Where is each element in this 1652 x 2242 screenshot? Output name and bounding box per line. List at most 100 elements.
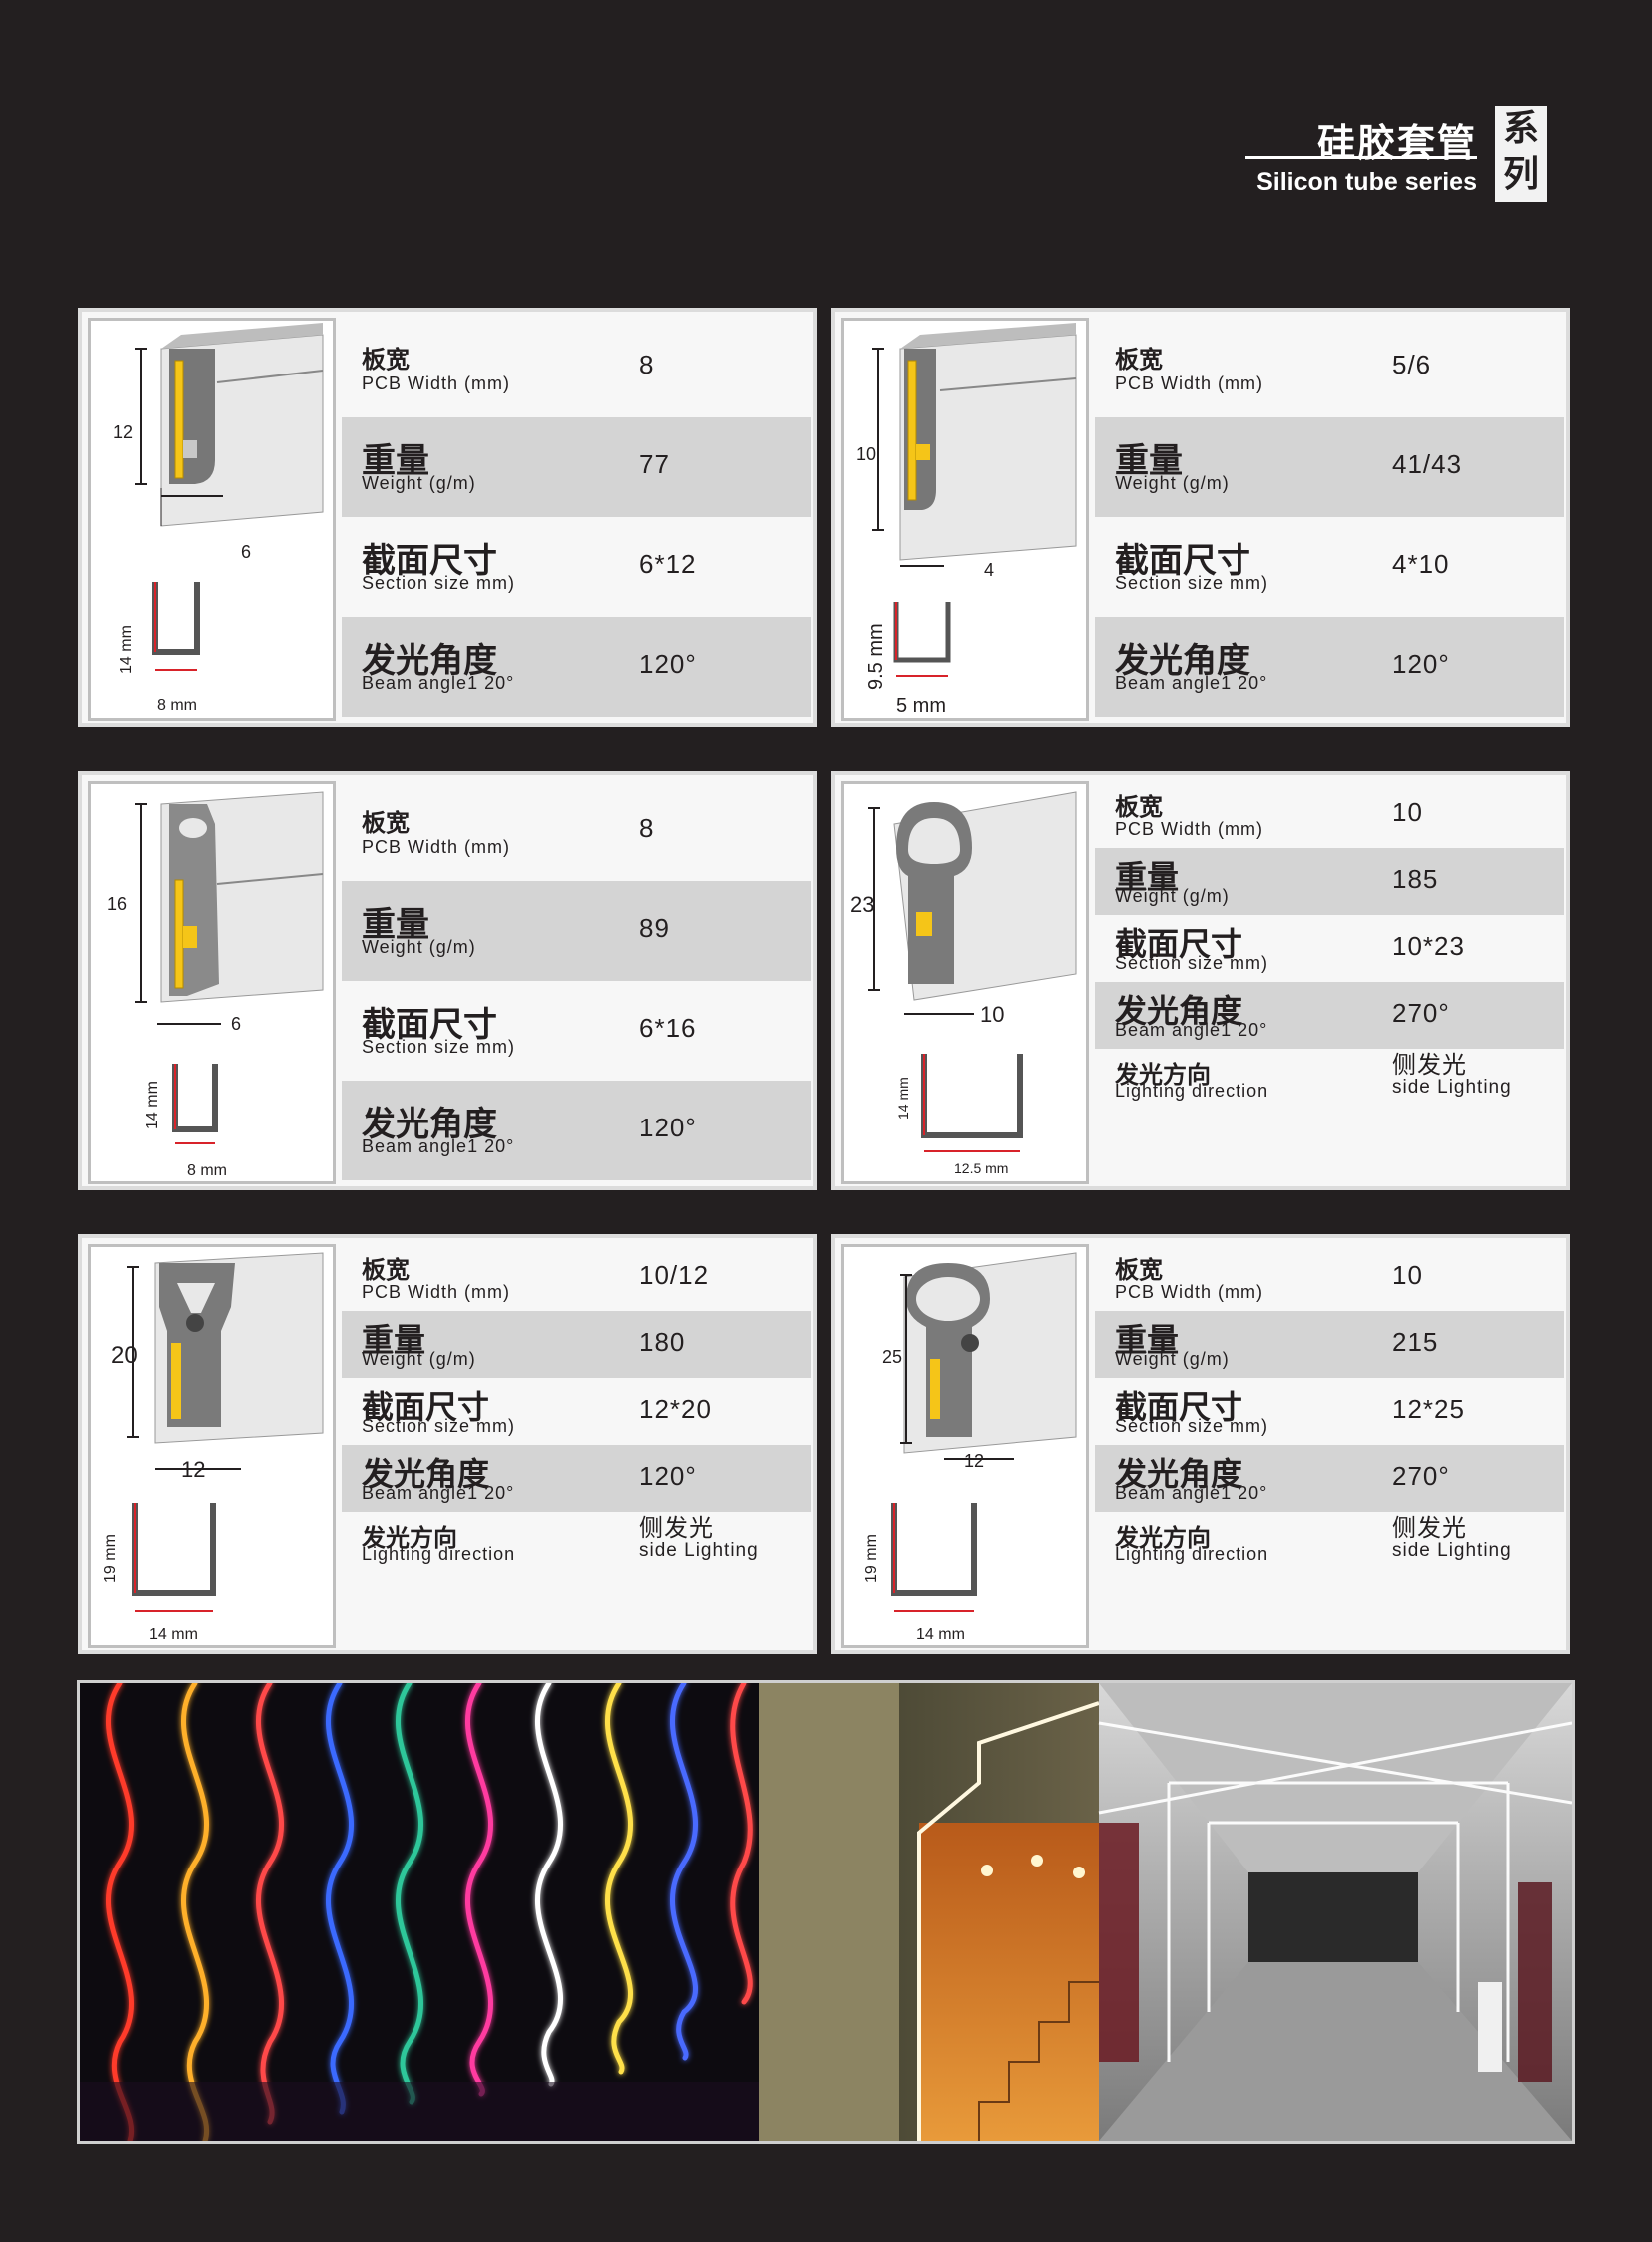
spec-row-direction: 发光方向 Lighting direction 侧发光 side Lightin… bbox=[342, 1512, 811, 1579]
profile-diagram-3: 16 6 14 mm 8 mm bbox=[88, 781, 336, 1184]
section-value: 6*16 bbox=[639, 1013, 697, 1043]
spec-row-section: 截面尺寸 Section size mm) 6*16 bbox=[342, 981, 811, 1081]
dim-height-label: 20 bbox=[111, 1342, 138, 1369]
beam-value: 120° bbox=[1392, 649, 1450, 679]
page-header: 硅胶套管 Silicon tube series 系 列 bbox=[1245, 104, 1547, 204]
direction-value: 侧发光 side Lighting bbox=[1392, 1515, 1512, 1562]
direction-label-en: Lighting direction bbox=[1115, 1081, 1269, 1101]
direction-value: 侧发光 side Lighting bbox=[1392, 1054, 1512, 1099]
dim-width-label: 6 bbox=[241, 542, 251, 562]
cap-width-label: 8 mm bbox=[157, 697, 197, 714]
cap-width-label: 5 mm bbox=[896, 695, 946, 717]
pcb-label-en: PCB Width (mm) bbox=[362, 837, 510, 857]
pcb-value: 8 bbox=[639, 813, 655, 843]
pcb-label-cn: 板宽 bbox=[1115, 346, 1163, 374]
spec-table-5: 板宽 PCB Width (mm) 10/12 重量 Weight (g/m) … bbox=[342, 1244, 811, 1648]
beam-label-cn: 发光角度 bbox=[1115, 641, 1250, 681]
interior-wall-photo bbox=[759, 1683, 1100, 2141]
cap-height-label: 14 mm bbox=[895, 1077, 911, 1120]
product-card-4: 23 10 14 mm 12.5 mm 板宽 PCB Width (mm) 10… bbox=[831, 771, 1570, 1190]
product-card-3: 16 6 14 mm 8 mm 板宽 PCB Width (mm) 8 重量 W… bbox=[78, 771, 817, 1190]
beam-label-en: Beam angle1 20° bbox=[1115, 673, 1268, 693]
spec-row-weight: 重量 Weight (g/m) 180 bbox=[342, 1311, 811, 1378]
section-label-cn: 截面尺寸 bbox=[362, 1005, 497, 1045]
direction-label-cn: 发光方向 bbox=[362, 1524, 457, 1552]
dim-width-label: 12 bbox=[964, 1451, 984, 1471]
weight-label-en: Weight (g/m) bbox=[362, 473, 476, 493]
weight-label-en: Weight (g/m) bbox=[362, 1349, 476, 1369]
spec-row-direction: 发光方向 Lighting direction 侧发光 side Lightin… bbox=[1095, 1049, 1564, 1116]
section-label-en: Section size mm) bbox=[362, 573, 516, 593]
cap-height-label: 14 mm bbox=[118, 625, 135, 674]
spec-table-4: 板宽 PCB Width (mm) 10 重量 Weight (g/m) 185… bbox=[1095, 781, 1564, 1184]
weight-value: 41/43 bbox=[1392, 449, 1463, 479]
weight-value: 185 bbox=[1392, 864, 1439, 894]
profile-diagram-4: 23 10 14 mm 12.5 mm bbox=[841, 781, 1089, 1184]
beam-label-en: Beam angle1 20° bbox=[362, 673, 515, 693]
weight-label-cn: 重量 bbox=[1115, 441, 1183, 481]
spec-row-weight: 重量 Weight (g/m) 215 bbox=[1095, 1311, 1564, 1378]
profile-diagram-2: 10 4 9.5 mm 5 mm bbox=[841, 318, 1089, 721]
badge-char-1: 系 bbox=[1502, 108, 1539, 149]
dim-width-label: 4 bbox=[984, 560, 994, 580]
spec-row-beam: 发光角度 Beam angle1 20° 120° bbox=[342, 617, 811, 717]
spec-row-section: 截面尺寸 Section size mm) 12*25 bbox=[1095, 1378, 1564, 1445]
series-badge: 系 列 bbox=[1495, 106, 1547, 202]
section-label-cn: 截面尺寸 bbox=[1115, 1388, 1243, 1426]
cap-height-label: 19 mm bbox=[102, 1534, 119, 1583]
beam-value: 120° bbox=[639, 649, 697, 679]
beam-value: 270° bbox=[1392, 1461, 1450, 1491]
direction-value-cn: 侧发光 bbox=[639, 1515, 714, 1542]
product-card-1: 12 6 14 mm 8 mm 板宽 PCB Width (mm) 8 重量 W… bbox=[78, 308, 817, 727]
spec-row-section: 截面尺寸 Section size mm) 12*20 bbox=[342, 1378, 811, 1445]
section-label-cn: 截面尺寸 bbox=[1115, 925, 1243, 963]
beam-value: 120° bbox=[639, 1461, 697, 1491]
section-label-en: Section size mm) bbox=[1115, 953, 1269, 973]
spec-row-section: 截面尺寸 Section size mm) 6*12 bbox=[342, 517, 811, 617]
section-label-en: Section size mm) bbox=[1115, 1416, 1269, 1436]
spec-row-weight: 重量 Weight (g/m) 77 bbox=[342, 417, 811, 517]
pcb-label-cn: 板宽 bbox=[1115, 1256, 1163, 1284]
spec-row-section: 截面尺寸 Section size mm) 10*23 bbox=[1095, 915, 1564, 982]
beam-label-en: Beam angle1 20° bbox=[1115, 1483, 1268, 1503]
spec-row-pcb: 板宽 PCB Width (mm) 8 bbox=[342, 318, 811, 417]
dim-width-label: 12 bbox=[181, 1457, 205, 1482]
pcb-label-cn: 板宽 bbox=[362, 346, 410, 374]
weight-label-cn: 重量 bbox=[1115, 1321, 1180, 1359]
weight-value: 89 bbox=[639, 913, 670, 943]
cap-width-label: 14 mm bbox=[916, 1626, 965, 1643]
spec-table-6: 板宽 PCB Width (mm) 10 重量 Weight (g/m) 215… bbox=[1095, 1244, 1564, 1648]
pcb-label-en: PCB Width (mm) bbox=[1115, 1282, 1263, 1302]
product-card-2: 10 4 9.5 mm 5 mm 板宽 PCB Width (mm) 5/6 重… bbox=[831, 308, 1570, 727]
spec-row-weight: 重量 Weight (g/m) 185 bbox=[1095, 848, 1564, 915]
dim-width-label: 6 bbox=[231, 1014, 241, 1034]
spec-row-beam: 发光角度 Beam angle1 20° 120° bbox=[342, 1081, 811, 1180]
spec-table-3: 板宽 PCB Width (mm) 8 重量 Weight (g/m) 89 截… bbox=[342, 781, 811, 1184]
pcb-label-cn: 板宽 bbox=[1115, 793, 1163, 821]
weight-label-cn: 重量 bbox=[362, 1321, 426, 1359]
dim-height-label: 12 bbox=[113, 422, 133, 442]
dim-height-label: 25 bbox=[882, 1347, 902, 1367]
dim-height-label: 16 bbox=[107, 894, 127, 914]
profile-diagram-1: 12 6 14 mm 8 mm bbox=[88, 318, 336, 721]
title-underline bbox=[1245, 156, 1477, 159]
pcb-label-cn: 板宽 bbox=[362, 809, 410, 837]
weight-label-cn: 重量 bbox=[362, 441, 429, 481]
direction-value-en: side Lighting bbox=[639, 1540, 759, 1561]
beam-value: 270° bbox=[1392, 998, 1450, 1028]
profile-diagram-5: 20 12 19 mm 14 mm bbox=[88, 1244, 336, 1648]
beam-label-en: Beam angle1 20° bbox=[1115, 1020, 1268, 1040]
pcb-value: 10 bbox=[1392, 797, 1423, 827]
beam-label-cn: 发光角度 bbox=[362, 1455, 490, 1493]
neon-strips-photo bbox=[80, 1683, 759, 2141]
direction-label-cn: 发光方向 bbox=[1115, 1061, 1211, 1089]
section-label-en: Section size mm) bbox=[362, 1037, 516, 1057]
pcb-value: 5/6 bbox=[1392, 350, 1432, 379]
badge-char-2: 列 bbox=[1502, 154, 1539, 195]
section-value: 6*12 bbox=[639, 549, 697, 579]
beam-label-cn: 发光角度 bbox=[362, 1105, 497, 1144]
direction-value-cn: 侧发光 bbox=[1392, 1515, 1467, 1542]
spec-row-beam: 发光角度 Beam angle1 20° 120° bbox=[342, 1445, 811, 1512]
weight-label-en: Weight (g/m) bbox=[362, 937, 476, 957]
cap-height-label: 9.5 mm bbox=[865, 623, 887, 690]
